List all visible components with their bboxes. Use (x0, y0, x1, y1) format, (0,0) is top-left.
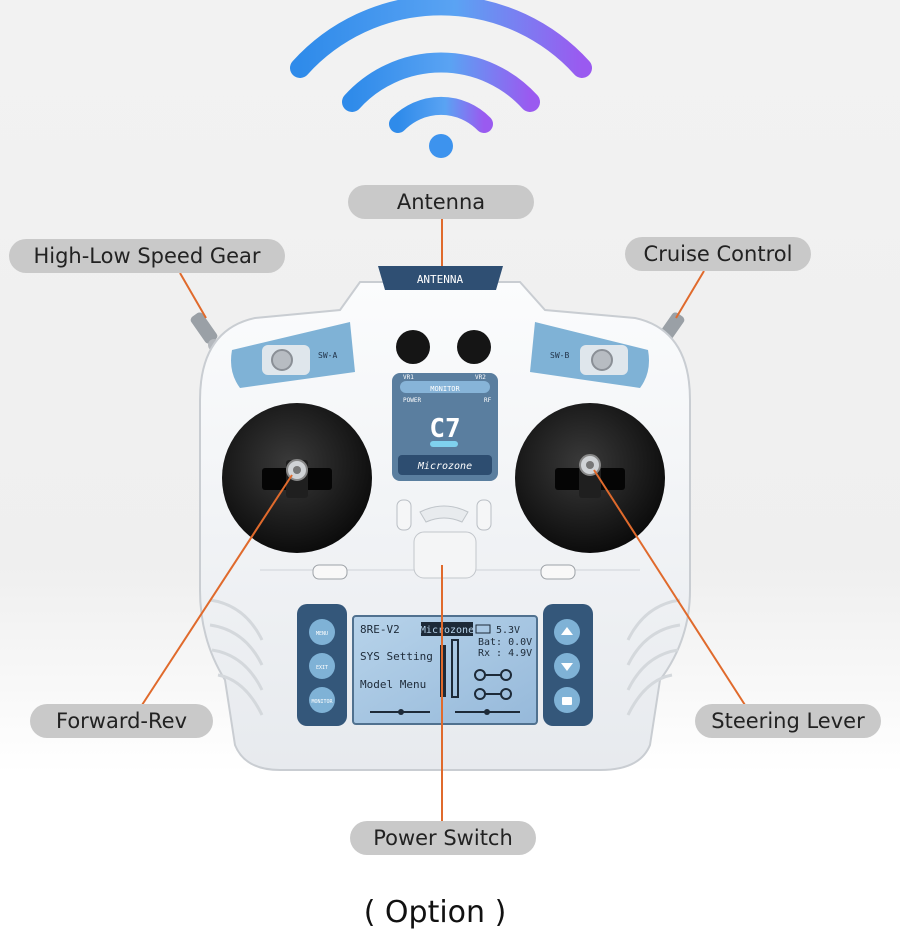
left-knob[interactable] (396, 330, 430, 364)
right-knob[interactable] (457, 330, 491, 364)
option-caption: ( Option ) (363, 895, 507, 930)
svg-text:SW-A: SW-A (318, 351, 337, 360)
leader-lines (141, 219, 746, 821)
left-button-panel: MENU EXIT MONITOR (297, 604, 347, 726)
svg-text:VR1: VR1 (403, 374, 414, 381)
steering-stick[interactable] (515, 403, 665, 553)
power-switch[interactable] (413, 531, 477, 579)
callout-forward-rev: Forward-Rev (30, 704, 213, 738)
monitor-panel: VR1 VR2 MONITOR POWER RF C7 Microzone (392, 373, 498, 481)
svg-text:Model Menu: Model Menu (360, 678, 426, 691)
svg-text:5.3V: 5.3V (496, 625, 520, 636)
antenna-badge: ANTENNA (378, 266, 503, 290)
left-slider[interactable] (312, 564, 348, 580)
monitor-button[interactable] (309, 687, 335, 713)
forward-rev-stick[interactable] (222, 403, 372, 553)
svg-text:MENU: MENU (316, 631, 328, 637)
svg-text:C7: C7 (429, 414, 460, 444)
svg-text:EXIT: EXIT (316, 665, 328, 671)
svg-text:MONITOR: MONITOR (430, 385, 460, 393)
up-arrow-icon (561, 627, 573, 635)
right-slider[interactable] (540, 564, 576, 580)
right-trim[interactable] (476, 499, 492, 531)
svg-text:ANTENNA: ANTENNA (417, 273, 464, 286)
callout-power-switch: Power Switch (350, 821, 536, 855)
svg-text:8RE-V2: 8RE-V2 (360, 623, 400, 636)
center-rocker[interactable] (419, 505, 469, 523)
down-arrow-icon (561, 663, 573, 671)
svg-text:Microzone: Microzone (420, 625, 474, 636)
right-button-panel (543, 604, 593, 726)
lock-icon (562, 697, 572, 705)
svg-text:Microzone: Microzone (417, 461, 472, 472)
wifi-icon (290, 0, 592, 158)
callout-antenna: Antenna (348, 185, 534, 219)
callout-high-low-speed-gear: High-Low Speed Gear (9, 239, 285, 273)
svg-text:SYS Setting: SYS Setting (360, 650, 433, 663)
switch-a-panel[interactable]: SW-A (231, 322, 355, 388)
svg-text:Bat: 0.0V: Bat: 0.0V (478, 637, 532, 648)
svg-text:MONITOR: MONITOR (311, 699, 333, 705)
callout-steering-lever: Steering Lever (695, 704, 881, 738)
lcd-screen: 8RE-V2 Microzone 5.3V Bat: 0.0V Rx : 4.9… (352, 615, 538, 725)
svg-text:SW-B: SW-B (550, 351, 569, 360)
menu-button[interactable] (309, 619, 335, 645)
callout-cruise-control: Cruise Control (625, 237, 811, 271)
left-trim[interactable] (396, 499, 412, 531)
exit-button[interactable] (309, 653, 335, 679)
svg-text:RF: RF (484, 397, 492, 404)
svg-text:Rx : 4.9V: Rx : 4.9V (478, 648, 532, 659)
switch-b-panel[interactable]: SW-B (530, 322, 649, 388)
svg-text:POWER: POWER (403, 397, 421, 404)
svg-text:VR2: VR2 (475, 374, 486, 381)
